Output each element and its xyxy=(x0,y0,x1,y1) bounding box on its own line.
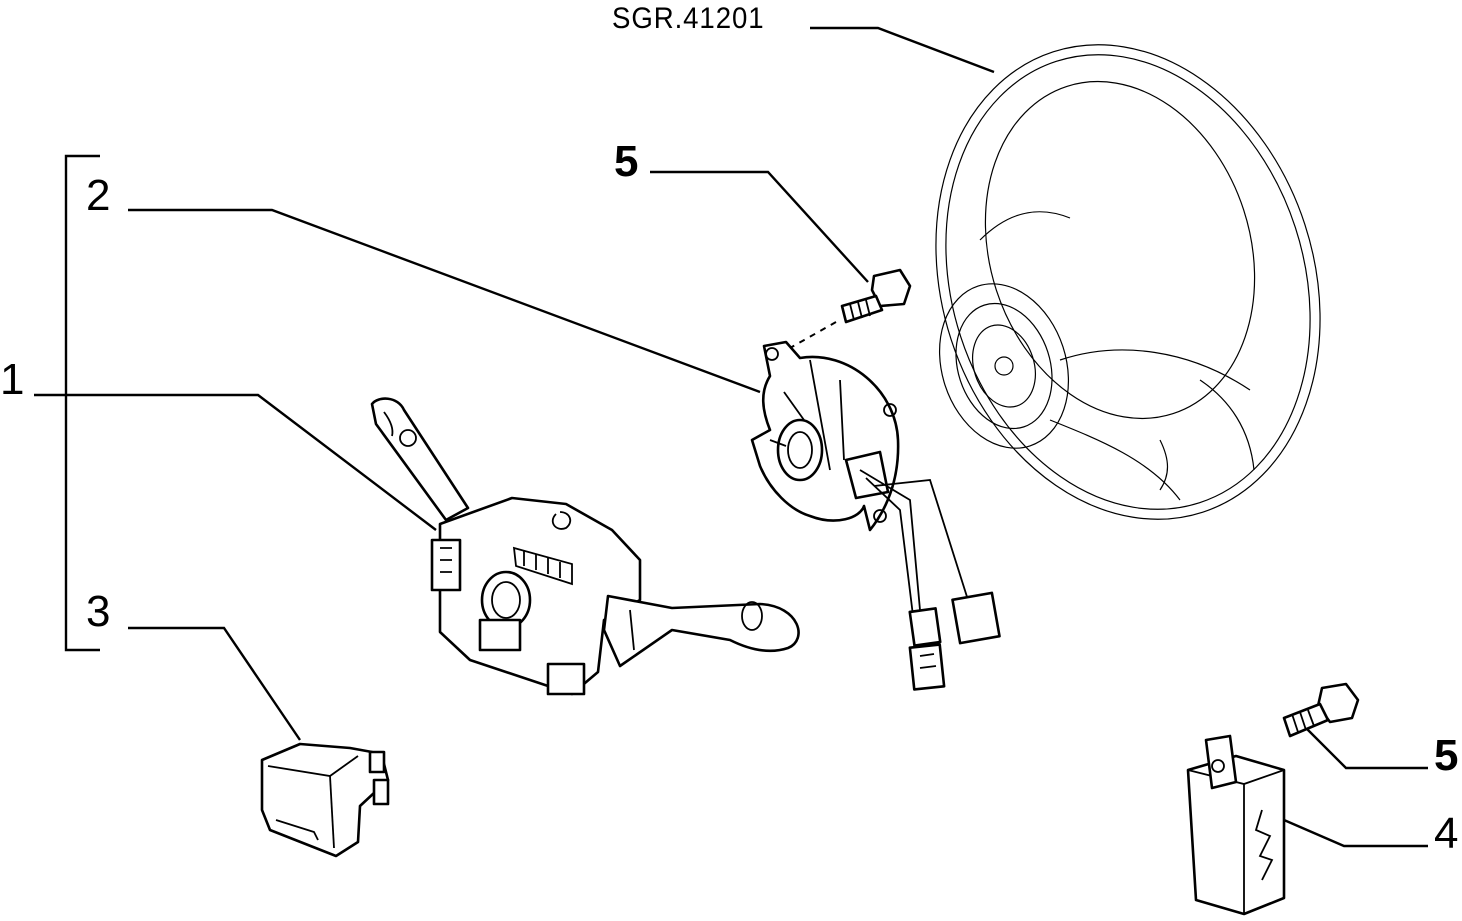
leader-lines xyxy=(34,26,1428,848)
leader-2 xyxy=(128,208,761,394)
callout-1: 1 xyxy=(0,355,25,404)
callout-4: 4 xyxy=(1434,809,1459,858)
leader-5-top xyxy=(650,170,869,283)
leader-3 xyxy=(128,626,301,741)
clock-spring xyxy=(750,340,1001,691)
group-bracket xyxy=(64,154,100,652)
steering-wheel xyxy=(935,44,1321,520)
diagram-reference-code: SGR.41201 xyxy=(612,2,765,35)
callout-2: 2 xyxy=(86,171,111,220)
callout-5-top: 5 xyxy=(614,137,639,186)
leader-4 xyxy=(1283,818,1428,848)
leader-5-bottom xyxy=(1305,727,1428,770)
bolt-top xyxy=(789,268,912,349)
callout-5-bottom: 5 xyxy=(1434,731,1459,780)
bolt-bottom xyxy=(1282,682,1360,738)
column-switch xyxy=(370,397,800,696)
leader-1 xyxy=(34,393,437,531)
leader-ref-code xyxy=(810,26,995,74)
relay xyxy=(260,742,390,858)
callout-3: 3 xyxy=(86,587,111,636)
control-unit xyxy=(1186,734,1286,916)
